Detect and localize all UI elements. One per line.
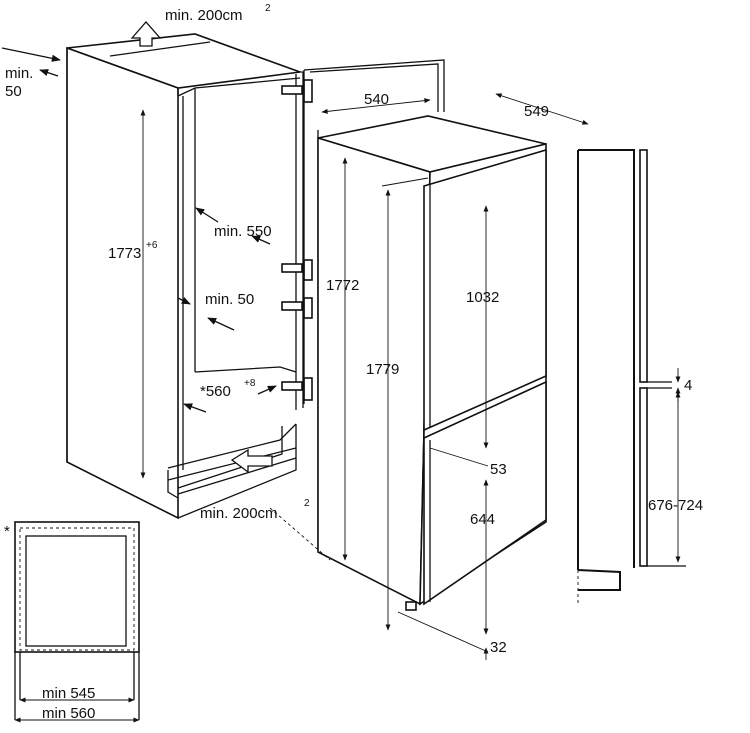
label-door-gap: 53 — [490, 461, 507, 478]
label-lower-door: 644 — [470, 511, 495, 528]
label-body-height: 1772 — [326, 277, 359, 294]
cabinet-niche — [66, 33, 304, 520]
label-side-gap-small: 4 — [684, 377, 692, 394]
label-side-gap: min. 50 — [205, 291, 254, 308]
label-bottom-vent: min. 200cm — [200, 505, 278, 522]
side-view — [577, 149, 686, 604]
plan-view — [14, 521, 140, 720]
label-depth-549: 549 — [524, 103, 549, 120]
dimension-lines — [1, 21, 681, 723]
label-min-560: min 560 — [42, 705, 95, 722]
label-top-gap-a: min. — [5, 65, 33, 82]
hinges — [281, 79, 313, 401]
label-niche-width: *560 — [200, 383, 231, 400]
label-niche-width-sup: +8 — [244, 378, 256, 389]
label-top-vent: min. 200cm — [165, 7, 243, 24]
label-bottom-vent-sup: 2 — [304, 498, 310, 509]
label-total-height: 1779 — [366, 361, 399, 378]
label-upper-door: 1032 — [466, 289, 499, 306]
dimension-labels: min. 200cm 2 min. 50 1773 +6 min. 550 mi… — [4, 3, 703, 722]
refrigerator — [317, 115, 547, 611]
label-niche-depth: min. 550 — [214, 223, 272, 240]
label-niche-height: 1773 — [108, 245, 141, 262]
label-asterisk: * — [4, 523, 10, 540]
label-side-range: 676-724 — [648, 497, 703, 514]
label-min-545: min 545 — [42, 685, 95, 702]
label-bottom-offset: 32 — [490, 639, 507, 656]
label-top-gap-b: 50 — [5, 83, 22, 100]
label-width-540: 540 — [364, 91, 389, 108]
label-niche-height-sup: +6 — [146, 240, 158, 251]
label-top-vent-sup: 2 — [265, 3, 271, 14]
